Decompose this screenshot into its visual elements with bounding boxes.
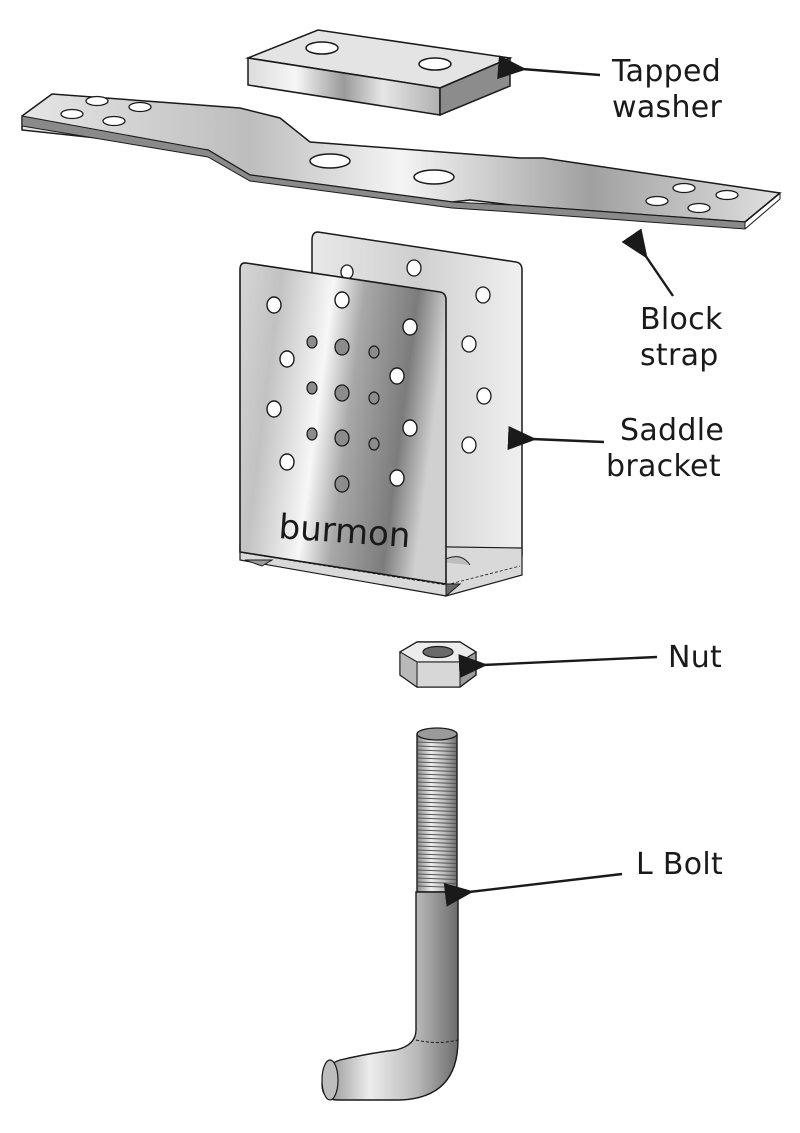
block-strap-arrow: [621, 228, 674, 297]
thread-line: [417, 781, 457, 784]
thread-line: [417, 745, 457, 748]
thread-line: [417, 761, 457, 764]
thread-line: [417, 833, 457, 836]
block-strap-label: Block strap: [640, 302, 723, 374]
tapped-washer-label: Tapped washer: [612, 54, 722, 126]
tapped-washer-label-line1: Tapped: [612, 54, 722, 89]
nut-label: Nut: [668, 640, 722, 676]
thread-line: [417, 805, 457, 808]
saddle-bracket-label-line1: Saddle: [620, 413, 725, 448]
thread-line: [417, 773, 457, 776]
tapped-washer-part: [245, 29, 513, 117]
thread-line: [417, 865, 457, 868]
thread-line: [417, 877, 457, 880]
thread-line: [417, 857, 457, 860]
thread-line: [417, 749, 457, 752]
saddle-bracket-arrow: [507, 426, 605, 450]
thread-line: [417, 873, 457, 876]
block-strap-part: [21, 93, 782, 230]
nut-part: [398, 641, 478, 688]
thread-line: [417, 753, 457, 756]
block-strap-label-line2: strap: [640, 338, 719, 373]
l-bolt-part: [321, 727, 459, 1101]
thread-line: [417, 813, 457, 816]
tapped-washer-arrow: [497, 55, 601, 80]
nut-label-text: Nut: [668, 640, 723, 675]
thread-line: [417, 801, 457, 804]
thread-line: [417, 793, 457, 796]
thread-line: [417, 741, 457, 744]
saddle-bracket-part: burmon: [239, 231, 523, 598]
thread-line: [417, 853, 457, 856]
thread-line: [417, 841, 457, 844]
thread-line: [417, 769, 457, 772]
thread-line: [417, 849, 457, 852]
thread-line: [417, 789, 457, 792]
tapped-washer-label-line2: washer: [612, 90, 723, 125]
thread-line: [417, 837, 457, 840]
thread-line: [417, 825, 457, 828]
l-bolt-label: L Bolt: [636, 847, 723, 883]
thread-line: [417, 861, 457, 864]
thread-line: [417, 765, 457, 768]
thread-line: [417, 821, 457, 824]
l-bolt-arrow: [443, 872, 623, 907]
brand-mark: burmon: [277, 507, 411, 556]
thread-line: [417, 869, 457, 872]
block-strap-label-line1: Block: [640, 302, 723, 337]
nut-arrow: [458, 654, 658, 679]
saddle-bracket-label: Saddle bracket: [606, 413, 724, 485]
thread-line: [417, 829, 457, 832]
saddle-bracket-label-line2: bracket: [606, 449, 721, 484]
l-bolt-label-text: L Bolt: [636, 847, 724, 882]
thread-line: [417, 797, 457, 800]
thread-line: [417, 757, 457, 760]
thread-line: [417, 845, 457, 848]
thread-line: [417, 817, 457, 820]
thread-line: [417, 809, 457, 812]
thread-line: [417, 777, 457, 780]
thread-line: [417, 785, 457, 788]
